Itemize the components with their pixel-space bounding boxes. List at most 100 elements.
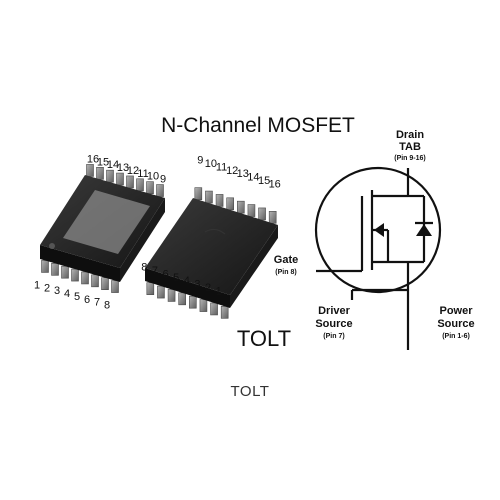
pin-number: 12 [226, 165, 238, 177]
package-pin [194, 187, 203, 200]
package-pin [126, 175, 134, 189]
pin-number: 1 [216, 285, 222, 297]
pin-number: 9 [197, 155, 203, 167]
diagram-title: N-Channel MOSFET [161, 114, 355, 137]
pin1-marker [49, 243, 55, 249]
package-pin [111, 280, 119, 293]
package-pin [268, 211, 277, 224]
top-pin-row-left [86, 164, 164, 197]
driver-source-label-2: Source [315, 318, 352, 330]
pin-number: 3 [54, 285, 60, 297]
driver-source-label: Driver [318, 305, 351, 317]
drain-label: Drain [396, 129, 424, 141]
pin-number: 10 [205, 158, 217, 170]
pin-number: 7 [152, 265, 158, 277]
package-pin [106, 169, 114, 183]
bottom-pin-row-right [146, 282, 229, 319]
package-pin [247, 204, 256, 217]
pin-number: 1 [34, 279, 40, 291]
pin-number: 15 [258, 175, 270, 187]
package-pin [178, 292, 186, 306]
pin-number: 3 [194, 279, 200, 291]
package-pin [71, 268, 79, 282]
package-pin [205, 190, 213, 204]
power-source-label: Power [439, 305, 473, 317]
pin-number: 13 [237, 168, 249, 180]
package-pin [81, 271, 89, 285]
gate-pins-label: (Pin 8) [275, 269, 296, 276]
package-pin [41, 260, 49, 273]
package-pin [237, 200, 245, 214]
pin-number: 15 [97, 156, 109, 168]
package-body [145, 198, 278, 295]
symbol-circle [314, 166, 442, 294]
package-pin [156, 184, 164, 197]
pin-number: 4 [184, 275, 190, 287]
package-body-side [145, 268, 230, 308]
pin-number: 16 [269, 178, 281, 190]
pin-number: 9 [160, 174, 166, 186]
pin-number: 5 [173, 272, 179, 284]
package-body-side-right [230, 225, 278, 308]
package-body-side-right [120, 198, 165, 282]
pin-number: 14 [247, 172, 259, 184]
package-pin [116, 172, 124, 186]
package-top-view [40, 164, 165, 293]
package-pin [96, 167, 104, 180]
package-body-side [40, 245, 120, 282]
drain-sub-label: TAB [399, 141, 421, 153]
channel-arrow-icon [374, 223, 384, 237]
pin-number: 5 [74, 291, 80, 303]
pin-number: 6 [84, 294, 90, 306]
pin-number: 8 [141, 262, 147, 274]
package-pin [258, 207, 266, 221]
mosfet-symbol [314, 166, 442, 350]
pin-number: 12 [127, 165, 139, 177]
exposed-pad [63, 190, 150, 254]
pin-number: 16 [87, 153, 99, 165]
pin-number: 6 [163, 268, 169, 280]
package-label: TOLT [237, 326, 291, 351]
pin-number: 10 [147, 171, 159, 183]
package-pin [220, 306, 229, 319]
package-pin [101, 277, 109, 290]
caption: TOLT [230, 383, 270, 400]
package-bottom-view [145, 187, 278, 319]
package-pin [226, 197, 234, 211]
power-pins-label: (Pin 1-6) [442, 333, 470, 340]
pin-number: 4 [64, 288, 70, 300]
pin-number: 11 [216, 161, 227, 173]
top-pin-row-right [194, 187, 277, 224]
package-pin [136, 178, 144, 192]
body-diode-icon [416, 224, 432, 236]
pin-number: 14 [107, 159, 119, 171]
pin-number: 2 [205, 282, 211, 294]
pin-number: 7 [94, 297, 100, 309]
pin-number: 2 [44, 282, 50, 294]
gate-label: Gate [274, 254, 298, 266]
drain-pins-label: (Pin 9-16) [394, 155, 426, 162]
pin-number: 13 [117, 162, 129, 174]
package-pin [210, 302, 218, 316]
package-mold-mark [204, 228, 226, 235]
power-source-label-2: Source [437, 318, 474, 330]
package-pin [91, 274, 99, 288]
bottom-pin-row-left [41, 260, 119, 293]
package-pin [167, 289, 176, 302]
pin-number: 11 [137, 168, 148, 180]
package-pin [146, 282, 155, 295]
package-pin [146, 181, 154, 194]
package-pin [199, 299, 208, 312]
pin-number: 8 [104, 300, 110, 312]
package-pin [61, 265, 69, 279]
package-pin [157, 285, 165, 299]
package-pin [215, 194, 224, 207]
package-pin [51, 263, 59, 276]
package-pin [189, 295, 197, 309]
driver-pins-label: (Pin 7) [323, 333, 344, 340]
package-pin [86, 164, 94, 177]
